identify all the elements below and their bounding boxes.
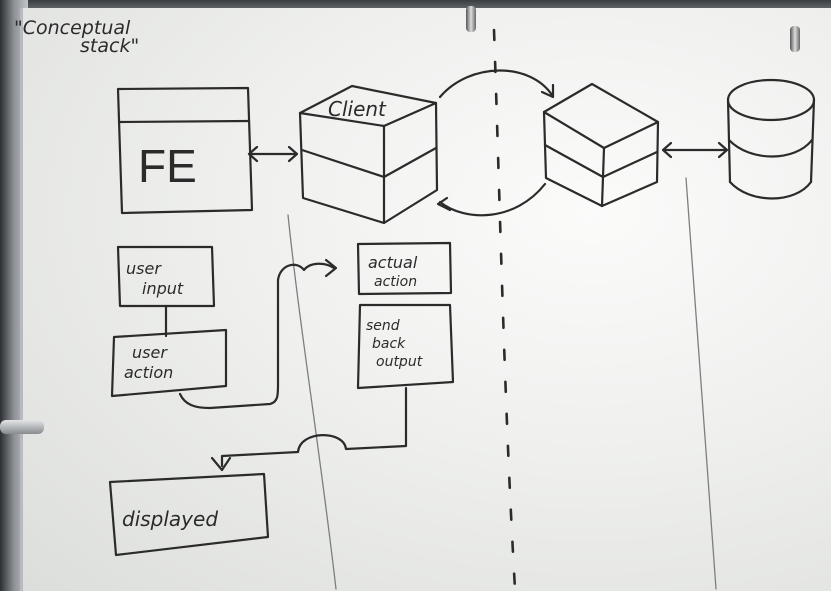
user-action-label-line-2: action [124,363,173,382]
user-input-label-line-1: user [126,259,162,278]
response-arc-arrow [436,182,547,217]
user-action-box: user action [110,328,228,398]
output-return-arrow [210,386,408,472]
fe-client-arrow [247,145,299,163]
actual-action-label-line-2: action [374,274,417,290]
send-back-label-line-3: output [376,354,423,370]
server-db-arrow [661,141,729,159]
send-back-label-line-1: send [366,318,400,334]
actual-action-label-line-1: actual [368,253,418,272]
send-back-label-line-2: back [372,336,406,352]
send-back-output-box: send back output [356,303,455,390]
action-flow-arrow [178,258,338,410]
actual-action-box: actual action [356,241,453,296]
displayed-label: displayed [122,507,218,531]
client-cube: Client [298,84,439,225]
column-divider [287,177,717,590]
server-cube [542,82,660,208]
network-boundary-dashed-line [492,28,517,591]
request-arc-arrow [438,69,555,99]
fe-label: FE [138,140,197,192]
client-label: Client [328,97,387,121]
fe-box: FE [116,86,254,215]
title-line-1: "Conceptual [14,17,131,39]
title-line-2: stack" [80,35,139,57]
user-action-label-line-1: user [132,343,168,362]
user-input-box: user input [116,245,216,308]
whiteboard [20,8,831,591]
user-input-label-line-2: input [142,279,184,298]
displayed-box: displayed [108,472,270,557]
database-cylinder-icon [726,78,816,200]
board-latch [0,420,44,434]
board-clip [466,6,476,32]
board-clip [790,26,800,52]
